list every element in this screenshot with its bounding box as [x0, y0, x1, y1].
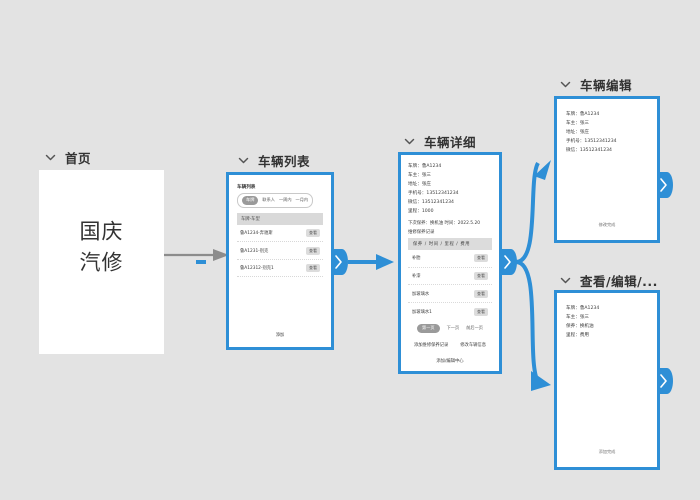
screen-vehicle-list[interactable]: 车辆列表 车牌 联系人 一周内 一月内 车牌-车型 鲁A1234-奔驰斯 查看 … [226, 172, 334, 350]
group-header-detail[interactable]: 车辆详细 [404, 132, 476, 151]
record-view-button[interactable]: 查看 [474, 272, 488, 281]
connector-detail-to-record-arrow [531, 371, 551, 391]
pagination-first[interactable]: 第一页 [417, 323, 440, 333]
detail-field-mileage: 里程：1000 [408, 208, 434, 214]
add-edit-center-button[interactable]: 添加/编辑中心 [436, 358, 464, 364]
connector-detail-to-edit-arrow [534, 160, 551, 180]
record-row[interactable]: 补胎 查看 [408, 250, 492, 268]
home-logo-text: 国庆 汽修 [39, 217, 164, 278]
chevron-right-icon-edit[interactable] [657, 172, 673, 198]
edit-submit-button[interactable]: 修改完成 [598, 222, 616, 227]
connector-list-to-detail-arrow [376, 254, 394, 270]
group-title-edit: 车辆编辑 [580, 78, 633, 93]
group-header-edit[interactable]: 车辆编辑 [560, 75, 632, 94]
edit-field-phone[interactable]: 手机号：13512341234 [566, 138, 617, 144]
chevron-down-icon[interactable] [238, 155, 249, 166]
chevron-down-icon[interactable] [404, 136, 415, 147]
list-item[interactable]: 鲁A12312-别克1 查看 [237, 260, 323, 278]
edit-vehicle-info-button[interactable]: 修改车辆信息 [460, 342, 487, 348]
group-header-record[interactable]: 查看/编辑/... [560, 271, 658, 290]
pagination-next[interactable]: 下一页 [446, 325, 460, 331]
list-add-button[interactable]: 添加 [275, 333, 285, 338]
connector-detail-to-record [515, 260, 540, 383]
chevron-down-icon[interactable] [560, 79, 571, 90]
group-title-home: 首页 [65, 151, 92, 166]
filter-chip-month[interactable]: 一月内 [295, 197, 309, 203]
edit-field-wechat[interactable]: 微信：13512341234 [566, 147, 612, 153]
list-table-header: 车牌-车型 [237, 212, 323, 225]
record-field-plate[interactable]: 车牌：鲁A1234 [566, 306, 600, 311]
detail-field-phone: 手机号：13512341234 [408, 190, 459, 196]
record-row[interactable]: 加玻璃水1 查看 [408, 303, 492, 320]
record-name: 补漆 [412, 274, 421, 280]
group-header-home[interactable]: 首页 [45, 148, 91, 167]
filter-chip-week[interactable]: 一周内 [278, 197, 292, 203]
detail-field-wechat: 微信：13512341234 [408, 199, 454, 205]
pagination[interactable]: 第一页 下一页 前后一页 [408, 323, 492, 333]
group-title-detail: 车辆详细 [424, 135, 477, 150]
group-header-list[interactable]: 车辆列表 [238, 151, 310, 170]
filter-chip-contact[interactable]: 联系人 [262, 197, 275, 203]
screen-vehicle-detail[interactable]: 车牌：鲁A1234 车主：张三 地址：张庄 手机号：13512341234 微信… [398, 152, 502, 374]
list-item-view-button[interactable]: 查看 [306, 264, 320, 273]
filter-chip-plate[interactable]: 车牌 [242, 196, 259, 205]
connector-detail-to-edit [515, 161, 540, 264]
list-item[interactable]: 鲁A1234-奔驰斯 查看 [237, 225, 323, 243]
record-submit-button[interactable]: 添加完成 [598, 449, 616, 454]
detail-field-owner: 车主：张三 [408, 172, 432, 178]
record-field-mileage[interactable]: 里程：费用 [566, 332, 590, 338]
detail-field-plate: 车牌：鲁A1234 [408, 164, 442, 169]
record-row[interactable]: 加玻璃水 查看 [408, 285, 492, 304]
record-view-button[interactable]: 查看 [474, 254, 488, 263]
detail-next-service: 下次保养：换机油 时间：2022.5.20 [408, 220, 481, 226]
record-view-button[interactable]: 查看 [474, 307, 488, 316]
record-field-owner[interactable]: 车主：张三 [566, 314, 590, 320]
screen-home[interactable]: 国庆 汽修 [39, 170, 164, 354]
home-logo-line2: 汽修 [79, 250, 124, 275]
list-item-view-button[interactable]: 查看 [306, 246, 320, 255]
detail-records-table-header: 保养 / 时间 / 里程 / 费用 [408, 237, 492, 250]
filter-chip-group[interactable]: 车牌 联系人 一周内 一月内 [237, 193, 314, 208]
record-row[interactable]: 补漆 查看 [408, 268, 492, 286]
list-title: 车辆列表 [237, 185, 256, 190]
record-view-button[interactable]: 查看 [474, 289, 488, 298]
chevron-down-icon[interactable] [45, 152, 56, 163]
screen-record-edit[interactable]: 车牌：鲁A1234 车主：张三 保养：换机油 里程：费用 添加完成 [554, 290, 660, 470]
edit-field-owner[interactable]: 车主：张三 [566, 120, 590, 126]
list-item-name: 鲁A12312-别克1 [240, 266, 274, 272]
list-item-name: 鲁A1231-别克 [240, 248, 269, 254]
group-title-list: 车辆列表 [258, 154, 311, 169]
record-name: 补胎 [412, 256, 421, 262]
group-title-record: 查看/编辑/... [580, 274, 658, 289]
record-name: 加玻璃水 [412, 291, 430, 297]
record-field-service[interactable]: 保养：换机油 [566, 323, 594, 329]
home-logo-line1: 国庆 [79, 219, 124, 244]
list-item-name: 鲁A1234-奔驰斯 [240, 231, 273, 237]
detail-records-title: 维修保养记录 [408, 229, 435, 235]
add-service-record-button[interactable]: 添加维修保养记录 [413, 342, 449, 348]
screen-vehicle-edit[interactable]: 车牌：鲁A1234 车主：张三 地址：张庄 手机号：13512341234 微信… [554, 96, 660, 243]
chevron-right-icon-detail[interactable] [501, 249, 517, 275]
chevron-right-icon-record[interactable] [657, 368, 673, 394]
record-name: 加玻璃水1 [412, 309, 432, 315]
detail-action-row: 添加维修保养记录 修改车辆信息 [408, 342, 492, 348]
chevron-right-icon-list[interactable] [332, 249, 348, 275]
pagination-prev[interactable]: 前后一页 [466, 325, 483, 331]
list-item-view-button[interactable]: 查看 [306, 229, 320, 238]
edit-field-address[interactable]: 地址：张庄 [566, 129, 590, 135]
chevron-down-icon[interactable] [560, 275, 571, 286]
list-item[interactable]: 鲁A1231-别克 查看 [237, 242, 323, 260]
detail-field-address: 地址：张庄 [408, 181, 432, 187]
edit-field-plate[interactable]: 车牌：鲁A1234 [566, 112, 600, 117]
